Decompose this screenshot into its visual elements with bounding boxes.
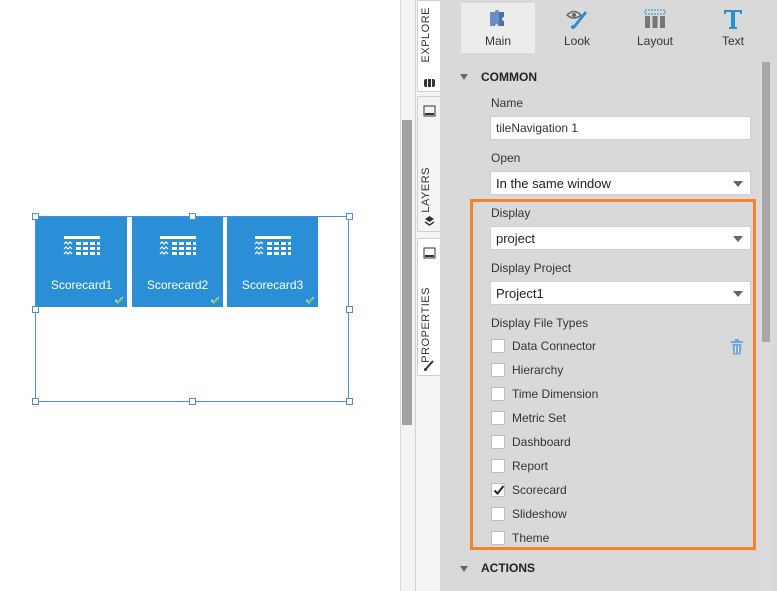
resize-handle-top-left[interactable] [32, 213, 39, 220]
panel-icon [423, 105, 436, 117]
canvas-scrollbar-track [400, 0, 415, 591]
toolbar-main-button[interactable]: Main [461, 3, 535, 53]
resize-handle-bottom[interactable] [189, 398, 196, 405]
checkmark-icon [305, 295, 315, 305]
layout-icon [644, 8, 666, 30]
tab-explore[interactable]: EXPLORE [417, 0, 441, 92]
toolbar-look-button[interactable]: Look [540, 3, 614, 53]
resize-handle-bottom-left[interactable] [32, 398, 39, 405]
tile-label: Scorecard2 [132, 278, 223, 292]
eye-brush-icon [566, 8, 588, 30]
highlight-box [470, 199, 756, 550]
section-actions-heading[interactable]: ACTIONS [481, 561, 535, 575]
tile-scorecard2[interactable]: Scorecard2 [132, 217, 223, 307]
tile-navigation-widget[interactable]: Scorecard1 Scorecard2 [35, 216, 349, 402]
tab-layers-label: LAYERS [420, 167, 432, 213]
resize-handle-right[interactable] [346, 306, 353, 313]
name-label: Name [491, 96, 523, 110]
collapse-arrow-icon[interactable] [460, 74, 468, 80]
toolbar-layout-label: Layout [618, 34, 692, 48]
toolbar-layout-button[interactable]: Layout [618, 3, 692, 53]
toolbar-text-label: Text [696, 34, 770, 48]
properties-toolbar: Main Look Layout Text [440, 0, 777, 57]
resize-handle-bottom-right[interactable] [346, 398, 353, 405]
toolbar-look-label: Look [540, 34, 614, 48]
scorecard-icon [62, 235, 102, 259]
tile-label: Scorecard3 [227, 278, 318, 292]
resize-handle-top-right[interactable] [346, 213, 353, 220]
resize-handle-top[interactable] [189, 213, 196, 220]
checkmark-icon [210, 295, 220, 305]
explore-icon [423, 77, 436, 89]
checkmark-icon [114, 295, 124, 305]
panel-scrollbar-thumb[interactable] [762, 62, 770, 342]
open-select[interactable]: In the same window [490, 171, 751, 195]
tile-label: Scorecard1 [36, 278, 127, 292]
section-common-heading[interactable]: COMMON [481, 70, 537, 84]
resize-handle-left[interactable] [32, 306, 39, 313]
scorecard-icon [158, 235, 198, 259]
puzzle-icon [487, 8, 509, 30]
name-input[interactable] [490, 116, 751, 140]
toolbar-main-label: Main [461, 34, 535, 48]
tab-properties[interactable]: PROPERTIES [417, 238, 441, 376]
text-icon [722, 8, 744, 30]
open-select-value: In the same window [496, 176, 611, 191]
tab-explore-label: EXPLORE [420, 7, 432, 62]
tab-layers[interactable]: LAYERS [417, 96, 441, 232]
tile-scorecard1[interactable]: Scorecard1 [36, 217, 127, 307]
open-label: Open [491, 151, 520, 165]
tab-properties-label: PROPERTIES [420, 287, 432, 363]
dashboard-canvas: Scorecard1 Scorecard2 [0, 0, 400, 591]
brush-icon [423, 359, 436, 371]
layers-icon [423, 215, 436, 227]
toolbar-text-button[interactable]: Text [696, 3, 770, 53]
dropdown-arrow-icon [733, 181, 743, 187]
panel-icon [423, 247, 436, 259]
collapse-arrow-icon[interactable] [460, 566, 468, 572]
side-tab-strip: EXPLORE LAYERS PROPERTIES [415, 0, 441, 591]
scorecard-icon [253, 235, 293, 259]
canvas-scrollbar-thumb[interactable] [402, 120, 412, 425]
tile-scorecard3[interactable]: Scorecard3 [227, 217, 318, 307]
